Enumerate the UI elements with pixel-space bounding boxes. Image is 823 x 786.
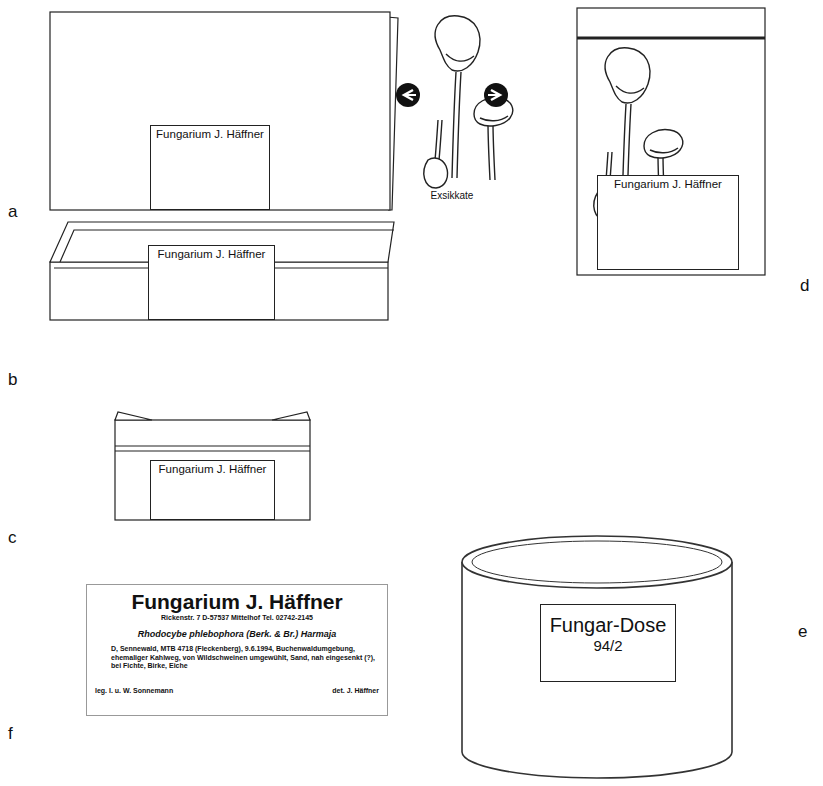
closed-envelope: [115, 412, 310, 520]
label-text: leg. I. u. W. Sonnemann: [95, 687, 237, 695]
fungar-tin: [462, 536, 732, 778]
label-text: 94/2: [545, 637, 671, 655]
panel-letter: e: [798, 622, 807, 642]
tin-label: Fungar-Dose94/2: [540, 604, 676, 682]
label-title: Fungar-Dose: [545, 613, 671, 637]
label-title: Fungarium J. Häffner: [152, 248, 271, 262]
label-title: Fungarium J. Häffner: [154, 463, 271, 477]
label-box: Fungarium J. Häffner: [150, 125, 270, 210]
label-box: Fungarium J. Häffner: [150, 460, 275, 520]
panel-letter: b: [8, 370, 17, 390]
capsule-sheet: [577, 8, 765, 275]
panel-letter: f: [8, 724, 13, 744]
label-box: Fungarium J. Häffner: [597, 175, 739, 270]
folded-sheet: [50, 12, 398, 210]
label-box: Fungarium J. Häffner: [148, 245, 275, 320]
label-title: Fungarium J. Häffner: [95, 589, 379, 614]
label-text: D, Sennewald, MTB 4718 (Fleckenberg), 9.…: [111, 645, 379, 670]
arrow-symbol: [396, 83, 508, 107]
panel-letter: d: [800, 276, 809, 296]
figure-caption: Exsikkate: [431, 190, 474, 201]
label-text: det. J. Häffner: [237, 687, 379, 695]
specimen-label: Fungarium J. HäffnerRickenstr. 7 D-57537…: [86, 584, 388, 716]
label-text: Rickenstr. 7 D-57537 Mittelhof Tel. 0274…: [95, 614, 379, 622]
panel-letter: a: [8, 202, 17, 222]
panel-letter: c: [8, 528, 17, 548]
label-text: Rhodocybe phlebophora (Berk. & Br.) Harm…: [95, 629, 379, 640]
label-title: Fungarium J. Häffner: [154, 128, 266, 142]
folded-envelope: [50, 222, 394, 320]
label-title: Fungarium J. Häffner: [601, 178, 735, 192]
